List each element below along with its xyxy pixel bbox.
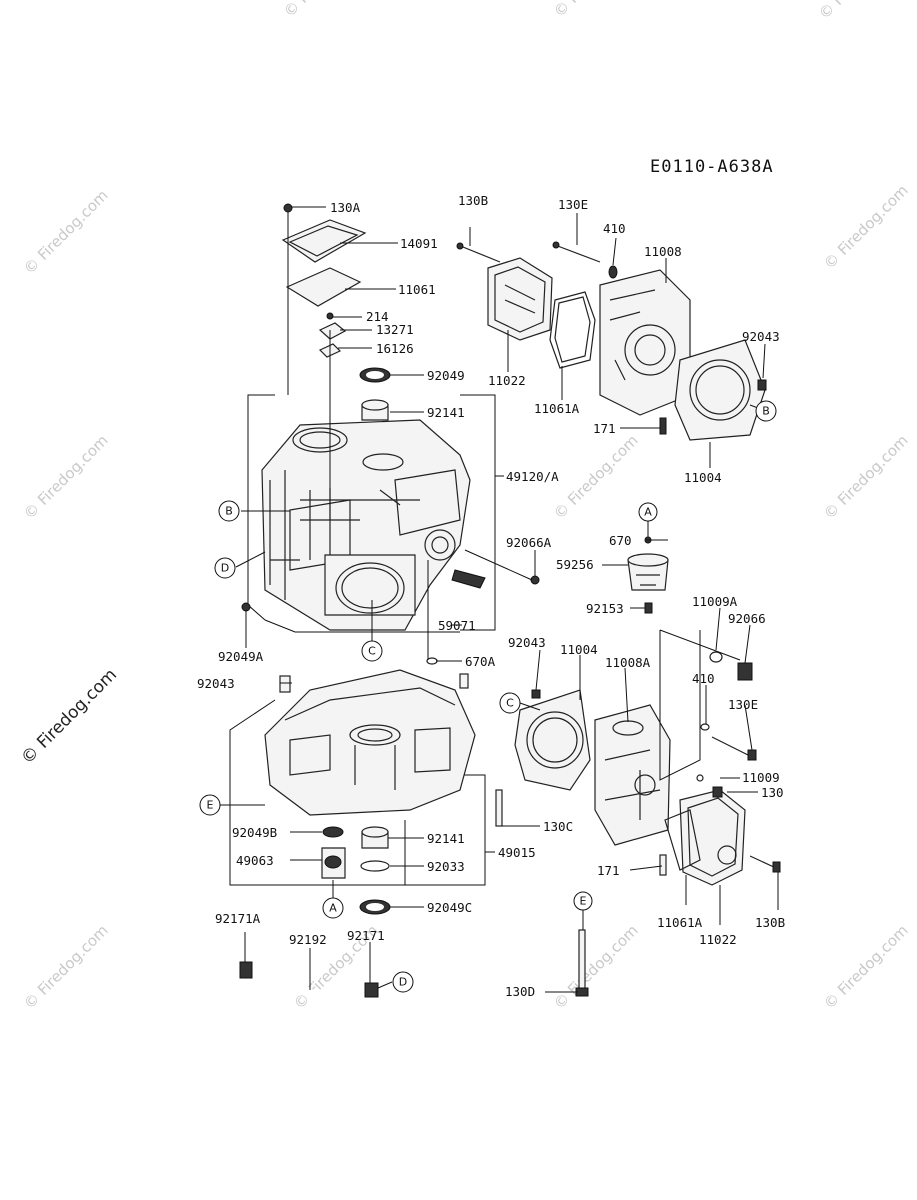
part-label: 11004 bbox=[560, 642, 598, 657]
part-label: 130E bbox=[728, 697, 758, 712]
part-label: 171 bbox=[597, 863, 620, 878]
crankcase-lower bbox=[229, 669, 486, 886]
part-label: 92043 bbox=[742, 329, 780, 344]
callout-d: D bbox=[221, 562, 229, 575]
part-label: 130D bbox=[505, 984, 535, 999]
part-label: 92141 bbox=[427, 405, 465, 420]
part-label: 11008 bbox=[644, 244, 682, 259]
leader-lines bbox=[218, 206, 779, 993]
part-label: 49063 bbox=[236, 853, 274, 868]
watermark-main: © Firedog.com bbox=[17, 665, 121, 769]
cylinder-head-upper bbox=[456, 241, 767, 441]
watermark: © Firedog.com bbox=[550, 431, 642, 523]
watermark: © Firedog.com bbox=[550, 0, 642, 21]
part-label: 92141 bbox=[427, 831, 465, 846]
part-label: 171 bbox=[593, 421, 616, 436]
ring-92033 bbox=[360, 860, 390, 872]
part-label: 11061 bbox=[398, 282, 436, 297]
callout-e: E bbox=[580, 895, 587, 908]
callout-c: C bbox=[506, 697, 514, 710]
bolt-130D bbox=[578, 929, 586, 993]
part-label: 59071 bbox=[438, 618, 476, 633]
part-label: 11009A bbox=[692, 594, 738, 609]
part-label: 670 bbox=[609, 533, 632, 548]
breather-cover bbox=[281, 203, 367, 520]
part-label: 92049A bbox=[218, 649, 264, 664]
oil-hose bbox=[239, 961, 379, 1003]
callout-a: A bbox=[644, 506, 652, 519]
callout-b: B bbox=[225, 505, 233, 518]
watermark: © Firedog.com bbox=[820, 431, 912, 523]
part-label: 92043 bbox=[508, 635, 546, 650]
callout-c: C bbox=[368, 645, 376, 658]
part-label: 11022 bbox=[488, 373, 526, 388]
part-label: 11008A bbox=[605, 655, 651, 670]
fan-assembly bbox=[627, 536, 669, 614]
part-label: 49015 bbox=[498, 845, 536, 860]
watermark: © Firedog.com bbox=[20, 186, 112, 278]
part-label: 130E bbox=[558, 197, 588, 212]
part-label: 92171 bbox=[347, 928, 385, 943]
part-label: 130B bbox=[755, 915, 785, 930]
watermark: © Firedog.com bbox=[820, 921, 912, 1013]
cylinder-head-lower bbox=[514, 629, 781, 886]
callout-d: D bbox=[399, 976, 407, 989]
callouts: B D C A B C E A E D bbox=[199, 400, 777, 993]
part-label: 92171A bbox=[215, 911, 261, 926]
watermark: © Firedog.com bbox=[820, 181, 912, 273]
part-label: 11022 bbox=[699, 932, 737, 947]
diagram-code: E0110-A638A bbox=[650, 157, 774, 177]
part-labels: 130A 14091 11061 214 13271 16126 92049 9… bbox=[197, 193, 785, 999]
callout-b: B bbox=[762, 405, 770, 418]
plug-92066A bbox=[530, 575, 540, 585]
part-label: 130B bbox=[458, 193, 488, 208]
crankcase-upper bbox=[247, 394, 496, 633]
part-label: 410 bbox=[692, 671, 715, 686]
part-label: 59256 bbox=[556, 557, 594, 572]
part-label: 670A bbox=[465, 654, 496, 669]
part-label: 92049B bbox=[232, 825, 277, 840]
part-label: 92033 bbox=[427, 859, 465, 874]
part-label: 130A bbox=[330, 200, 361, 215]
part-label: 16126 bbox=[376, 341, 414, 356]
part-label: 130 bbox=[761, 785, 784, 800]
part-label: 13271 bbox=[376, 322, 414, 337]
watermark: © Firedog.com bbox=[815, 0, 907, 23]
part-label: 92153 bbox=[586, 601, 624, 616]
part-label: 49120/A bbox=[506, 469, 559, 484]
part-label: 130C bbox=[543, 819, 573, 834]
part-label: 11061A bbox=[657, 915, 703, 930]
part-label: 92043 bbox=[197, 676, 235, 691]
part-label: 11061A bbox=[534, 401, 580, 416]
watermark: © Firedog.com bbox=[280, 0, 372, 21]
part-label: 92049C bbox=[427, 900, 472, 915]
watermark: © Firedog.com bbox=[20, 431, 112, 523]
watermark: © Firedog.com bbox=[550, 921, 642, 1013]
part-label: 410 bbox=[603, 221, 626, 236]
watermark: © Firedog.com bbox=[20, 921, 112, 1013]
callout-a: A bbox=[329, 902, 337, 915]
part-59071 bbox=[451, 569, 486, 589]
part-label: 92192 bbox=[289, 932, 327, 947]
part-label: 11004 bbox=[684, 470, 722, 485]
callout-e: E bbox=[207, 799, 214, 812]
part-label: 92066 bbox=[728, 611, 766, 626]
part-label: 92049 bbox=[427, 368, 465, 383]
seal-92049B bbox=[322, 826, 344, 838]
part-label: 11009 bbox=[742, 770, 780, 785]
part-label: 92066A bbox=[506, 535, 552, 550]
part-label: 214 bbox=[366, 309, 389, 324]
part-label: 14091 bbox=[400, 236, 438, 251]
bolt-130C bbox=[495, 789, 503, 827]
